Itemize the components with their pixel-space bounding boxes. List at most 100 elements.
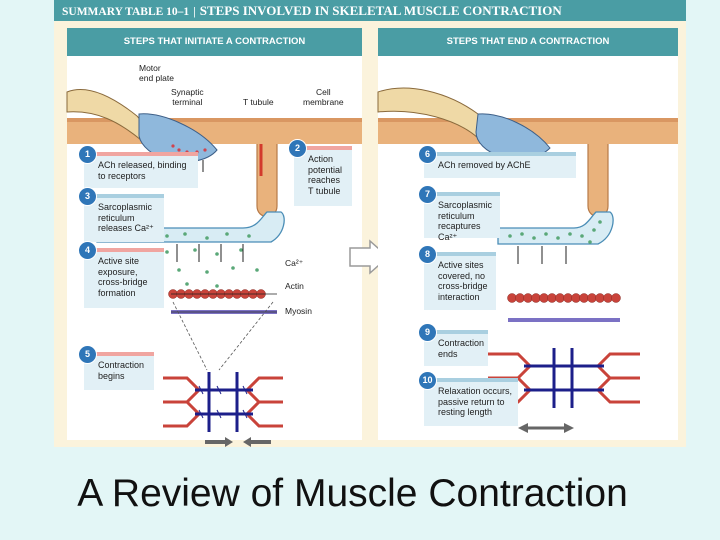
- motor-end-plate-label-line-2: end plate: [139, 72, 174, 83]
- step-7-badge: 7: [418, 185, 437, 204]
- summary-table-label: SUMMARY TABLE 10–1: [62, 6, 190, 18]
- slide-title: A Review of Muscle Contraction: [77, 472, 628, 515]
- step-2-box: 2 Action potential reaches T tubule: [288, 139, 352, 206]
- actin-filament-right: [507, 293, 621, 303]
- step-3-box: 3 Sarcoplasmic reticulum releases Ca²⁺: [78, 187, 164, 242]
- step-10-text: Relaxation occurs, passive return to res…: [438, 386, 516, 418]
- calcium-release-arrows: [176, 244, 244, 262]
- step-8-line-4: interaction: [438, 291, 480, 302]
- step-5-badge: 5: [78, 345, 97, 364]
- summary-table-bar: SUMMARY TABLE 10–1|STEPS INVOLVED IN SKE…: [54, 0, 686, 21]
- relaxation-arrow: [518, 423, 574, 433]
- step-2-bar: [294, 146, 352, 150]
- sarcolemma-edge-right: [378, 118, 678, 122]
- step-4-badge: 4: [78, 241, 97, 260]
- step-1-text: ACh released, binding to receptors: [98, 160, 196, 181]
- initiate-panel-body: Motor end plate Synaptic terminal T tubu…: [66, 56, 362, 447]
- step-9-line-2: ends: [438, 348, 458, 359]
- step-3-text: Sarcoplasmic reticulum releases Ca²⁺: [98, 202, 162, 234]
- sarcomere-diagram: [163, 372, 283, 432]
- end-contraction-panel: STEPS THAT END A CONTRACTION: [377, 28, 678, 440]
- step-7-bar: [424, 192, 500, 196]
- step-2-line-1: Action: [308, 154, 334, 164]
- end-diagram: [377, 87, 678, 433]
- step-8-box: 8 Active sites covered, no cross-bridge …: [418, 245, 496, 310]
- step-3-bar: [84, 194, 164, 198]
- step-6-box: 6 ACh removed by AChE: [418, 145, 576, 178]
- step-9-line-1: Contraction: [438, 338, 485, 348]
- end-panel-body: 6 ACh removed by AChE 7 Sarcoplasmic ret…: [377, 56, 678, 440]
- step-1-line-1: ACh released, binding: [98, 160, 187, 170]
- step-7-line-2: reticulum: [438, 210, 475, 221]
- myosin-filament-right: [508, 318, 620, 322]
- figure: SUMMARY TABLE 10–1|STEPS INVOLVED IN SKE…: [54, 0, 686, 447]
- step-4-line-2: exposure,: [98, 266, 138, 277]
- step-2-line-4: T tubule: [308, 185, 341, 196]
- step-1-badge: 1: [78, 145, 97, 164]
- zoom-lines: [172, 301, 274, 371]
- step-4-line-1: Active site: [98, 256, 140, 266]
- step-9-bar: [424, 330, 488, 334]
- step-10-line-2: passive return to: [438, 396, 505, 407]
- t-tubule-right: [587, 144, 609, 218]
- step-7-line-1: Sarcoplasmic: [438, 200, 493, 210]
- step-1-bar: [84, 152, 198, 156]
- synaptic-terminal-label: Synaptic terminal: [171, 87, 204, 107]
- step-8-line-2: covered, no: [438, 270, 486, 281]
- step-3-line-1: Sarcoplasmic: [98, 202, 153, 212]
- end-panel-header: STEPS THAT END A CONTRACTION: [378, 28, 678, 56]
- step-5-text: Contraction begins: [98, 360, 152, 381]
- step-3-badge: 3: [78, 187, 97, 206]
- step-2-line-3: reaches: [308, 175, 341, 185]
- motor-end-plate-label: Motor end plate: [139, 63, 174, 83]
- step-6-line-1: ACh removed by AChE: [438, 160, 531, 170]
- step-5-bar: [84, 352, 154, 356]
- step-10-box: 10 Relaxation occurs, passive return to …: [418, 371, 518, 426]
- step-7-line-3: recaptures Ca²⁺: [438, 221, 481, 242]
- cell-membrane-label: Cell membrane: [303, 87, 344, 107]
- calcium-uptake-arrows: [517, 246, 567, 264]
- synaptic-terminal-label-line-1: Synaptic: [171, 87, 204, 97]
- step-3-line-3: releases Ca²⁺: [98, 223, 154, 233]
- step-2-badge: 2: [288, 139, 307, 158]
- step-4-line-3: cross-bridge: [98, 277, 148, 287]
- step-10-badge: 10: [418, 371, 437, 390]
- calcium-stored: [508, 220, 602, 244]
- initiate-panel-header: STEPS THAT INITIATE A CONTRACTION: [67, 28, 362, 56]
- step-6-bar: [424, 152, 576, 156]
- step-7-text: Sarcoplasmic reticulum recaptures Ca²⁺: [438, 200, 498, 242]
- step-4-line-4: formation: [98, 287, 136, 298]
- initiate-contraction-panel: STEPS THAT INITIATE A CONTRACTION: [66, 28, 362, 447]
- step-9-box: 9 Contraction ends: [418, 323, 488, 366]
- step-3-line-2: reticulum: [98, 212, 135, 223]
- step-2-line-2: potential: [308, 164, 343, 175]
- step-8-bar: [424, 252, 496, 256]
- step-5-line-1: Contraction: [98, 360, 145, 370]
- step-5-box: 5 Contraction begins: [78, 345, 154, 390]
- step-6-badge: 6: [418, 145, 437, 164]
- synaptic-terminal-shape: [138, 113, 218, 163]
- motor-end-plate-label-line-1: Motor: [139, 63, 161, 73]
- step-7-box: 7 Sarcoplasmic reticulum recaptures Ca²⁺: [418, 185, 500, 242]
- step-10-line-1: Relaxation occurs,: [438, 386, 513, 396]
- summary-table-title: STEPS INVOLVED IN SKELETAL MUSCLE CONTRA…: [199, 3, 562, 18]
- step-8-text: Active sites covered, no cross-bridge in…: [438, 260, 494, 302]
- step-1-line-2: to receptors: [98, 170, 146, 181]
- step-10-bar: [424, 378, 518, 382]
- step-9-text: Contraction ends: [438, 338, 486, 359]
- step-4-text: Active site exposure, cross-bridge forma…: [98, 256, 162, 298]
- step-8-line-3: cross-bridge: [438, 281, 488, 291]
- myosin-label: Myosin: [285, 306, 312, 316]
- step-10-line-3: resting length: [438, 407, 493, 417]
- step-8-line-1: Active sites: [438, 260, 484, 270]
- calcium-ions: [165, 232, 259, 288]
- sarcolemma-edge: [67, 118, 362, 122]
- cell-membrane-label-line-2: membrane: [303, 96, 344, 107]
- step-8-badge: 8: [418, 245, 437, 264]
- synaptic-terminal-label-line-2: terminal: [172, 96, 203, 107]
- step-4-box: 4 Active site exposure, cross-bridge for…: [78, 241, 164, 308]
- step-6-text: ACh removed by AChE: [438, 160, 574, 171]
- step-5-line-2: begins: [98, 370, 125, 381]
- step-1-box: 1 ACh released, binding to receptors: [78, 145, 198, 188]
- contraction-arrows: [205, 437, 271, 447]
